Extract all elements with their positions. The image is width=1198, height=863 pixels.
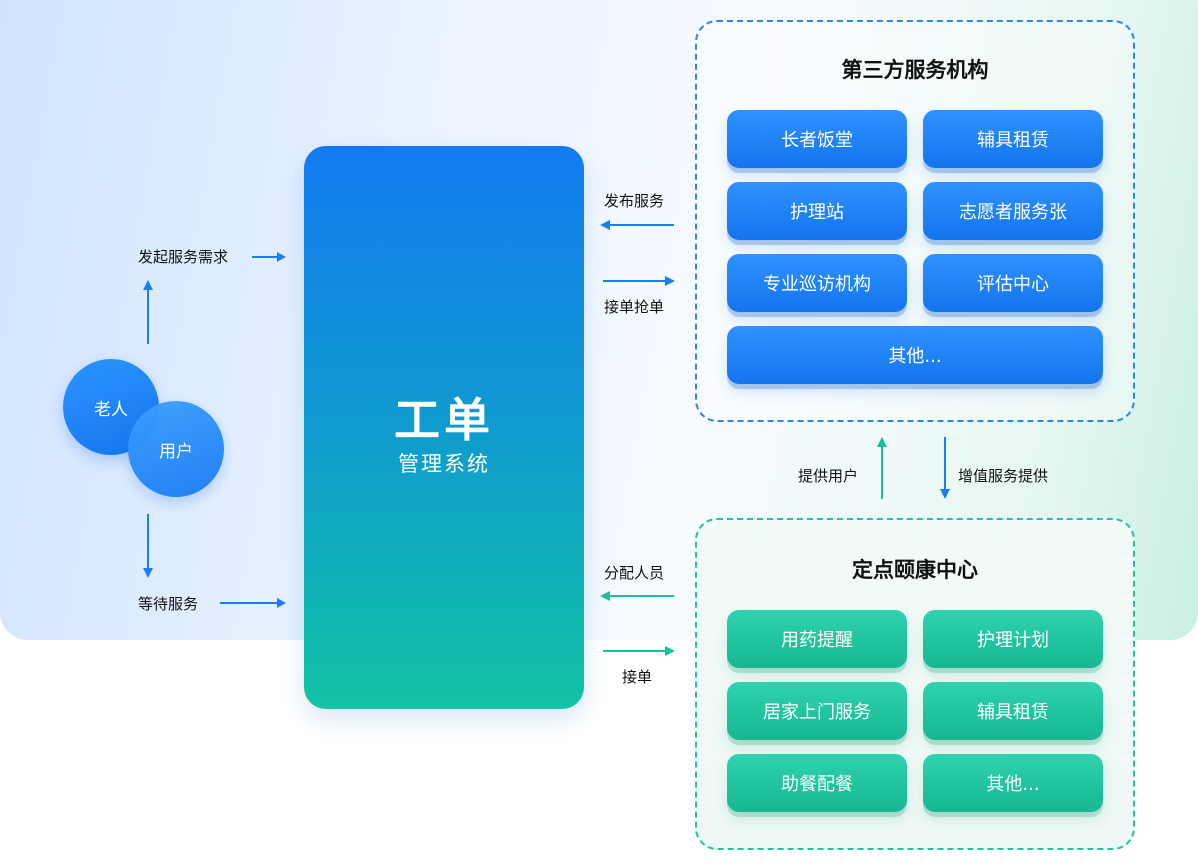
service-item[interactable]: 辅具租赁	[923, 110, 1103, 168]
arrow-right-icon	[603, 276, 675, 286]
arrow-up-icon	[143, 280, 153, 344]
arrow-right-icon	[603, 646, 675, 656]
arrow-left-icon	[600, 220, 674, 230]
center-subtitle: 管理系统	[398, 452, 490, 476]
service-item[interactable]: 专业巡访机构	[727, 254, 907, 312]
assign-staff-label: 分配人员	[604, 564, 665, 582]
service-item[interactable]: 用药提醒	[727, 610, 907, 668]
accept-order-label: 接单	[622, 668, 653, 686]
wait-service-label: 等待服务	[138, 595, 199, 613]
service-item[interactable]: 长者饭堂	[727, 110, 907, 168]
arrow-down-icon	[940, 437, 950, 499]
initiate-request-label: 发起服务需求	[138, 248, 229, 266]
value-added-label: 增值服务提供	[958, 467, 1049, 485]
service-item[interactable]: 其他...	[727, 326, 1103, 384]
arrow-down-icon	[143, 514, 153, 578]
accept-grab-label: 接单抢单	[604, 298, 665, 316]
user-label: 用户	[159, 441, 193, 462]
service-item[interactable]: 护理计划	[923, 610, 1103, 668]
provide-users-label: 提供用户	[798, 467, 859, 485]
service-item[interactable]: 助餐配餐	[727, 754, 907, 812]
arrow-right-icon	[252, 252, 286, 262]
service-item[interactable]: 志愿者服务张	[923, 182, 1103, 240]
center-title: 工单	[394, 393, 494, 447]
service-item[interactable]: 评估中心	[923, 254, 1103, 312]
elder-label: 老人	[94, 399, 128, 420]
service-item[interactable]: 其他...	[923, 754, 1103, 812]
third-party-title: 第三方服务机构	[841, 58, 989, 82]
arrow-left-icon	[600, 591, 674, 601]
care-center-title: 定点颐康中心	[852, 558, 978, 582]
publish-service-label: 发布服务	[604, 192, 665, 210]
arrow-right-icon	[220, 598, 286, 608]
user-circle[interactable]: 用户	[128, 401, 224, 497]
work-order-system-card[interactable]: 工单 管理系统	[304, 146, 584, 709]
arrow-up-icon	[877, 437, 887, 499]
service-item[interactable]: 辅具租赁	[923, 682, 1103, 740]
service-item[interactable]: 护理站	[727, 182, 907, 240]
service-item[interactable]: 居家上门服务	[727, 682, 907, 740]
